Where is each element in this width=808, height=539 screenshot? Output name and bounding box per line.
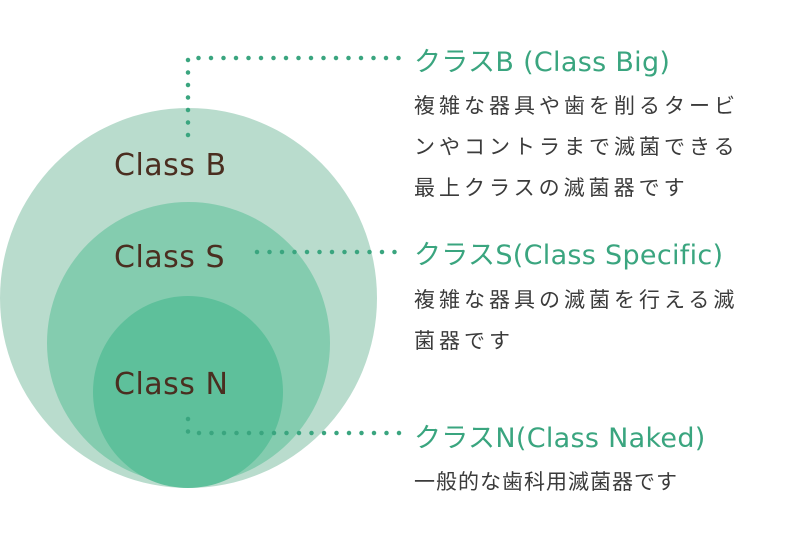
class-b-title: クラスB (Class Big) — [414, 47, 671, 78]
class-b-leader-line — [185, 55, 403, 138]
class-n-label: Class N — [114, 367, 229, 402]
description-line: 最上クラスの滅菌器です — [414, 176, 689, 200]
class-s-title: クラスS(Class Specific) — [414, 240, 724, 271]
class-s-description: 複雑な器具の滅菌を行える滅 菌器です — [414, 280, 738, 362]
class-n-title: クラスN(Class Naked) — [414, 423, 706, 454]
class-n-circle — [93, 296, 283, 488]
class-b-description: 複雑な器具や歯を削るタービ ンやコントラまで滅菌できる 最上クラスの滅菌器です — [414, 86, 739, 209]
description-line: ンやコントラまで滅菌できる — [414, 135, 739, 159]
class-n-description: 一般的な歯科用滅菌器です — [414, 462, 678, 503]
class-s-label: Class S — [114, 240, 226, 275]
class-n-leader-line — [185, 416, 408, 436]
description-line: 菌器です — [414, 329, 514, 353]
class-b-label: Class B — [114, 148, 227, 183]
description-line: 複雑な器具や歯を削るタービ — [414, 94, 739, 118]
description-line: 複雑な器具の滅菌を行える滅 — [414, 288, 739, 312]
description-line: 一般的な歯科用滅菌器です — [414, 470, 678, 494]
